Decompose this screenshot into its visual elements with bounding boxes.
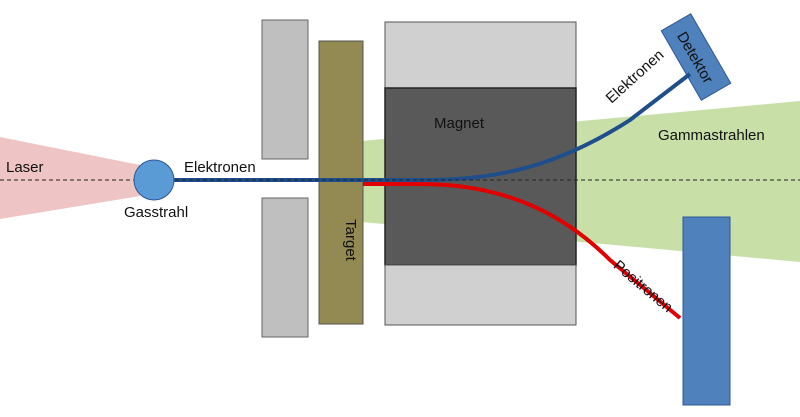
positron-detector	[682, 216, 731, 406]
gamma-rays-label: Gammastrahlen	[658, 127, 765, 144]
electron-beam-deflected	[424, 72, 692, 182]
target-plate	[318, 40, 364, 325]
collimator-lower	[261, 197, 309, 338]
laser-label: Laser	[6, 159, 44, 176]
laser-cone	[0, 137, 140, 219]
positron-beam	[363, 182, 682, 320]
gas-jet-label: Gasstrahl	[124, 204, 188, 221]
magnet-pole-lower	[384, 264, 577, 326]
gas-jet	[133, 159, 175, 201]
magnet-pole-upper	[384, 21, 577, 89]
target-label: Target	[342, 219, 359, 262]
positrons-label: Positronen	[610, 257, 676, 316]
electrons-beam-label: Elektronen	[184, 159, 256, 176]
collimator-upper	[261, 19, 309, 160]
magnet-label: Magnet	[434, 115, 485, 132]
